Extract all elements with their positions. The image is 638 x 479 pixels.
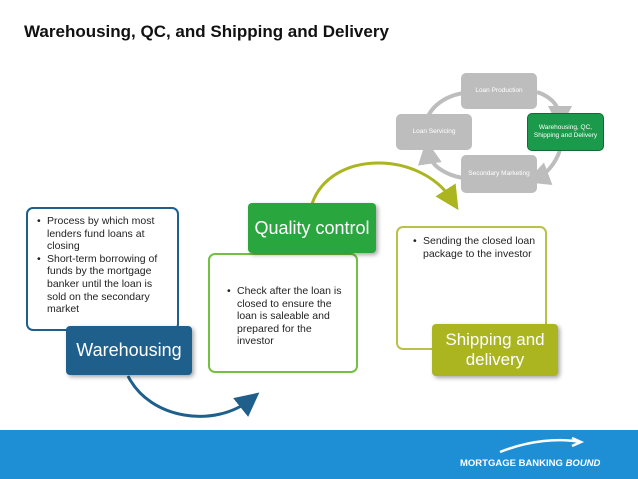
warehousing-bullets: Process by which most lenders fund loans… [36, 215, 171, 316]
brand-text-part2: BOUND [565, 458, 601, 469]
arrow-warehousing-to-qc [126, 375, 260, 418]
qc-bullets: Check after the loan is closed to ensure… [226, 285, 350, 348]
qc-label-text: Quality control [254, 218, 370, 238]
shipping-bullets: Sending the closed loan package to the i… [412, 235, 539, 260]
cycle-node-loan-servicing: Loan Servicing [396, 114, 472, 150]
warehousing-description-box: Process by which most lenders fund loans… [26, 207, 179, 331]
qc-bullet-1: Check after the loan is closed to ensure… [227, 285, 350, 348]
brand-text-part1: MORTGAGE BANKING [460, 458, 563, 469]
warehousing-label-text: Warehousing [76, 340, 182, 360]
warehousing-label: Warehousing [66, 326, 192, 375]
cycle-node-loan-production: Loan Production [461, 73, 537, 109]
warehousing-bullet-2: Short-term borrowing of funds by the mor… [37, 253, 171, 316]
shipping-label-text: Shipping and delivery [445, 330, 545, 369]
slide-title: Warehousing, QC, and Shipping and Delive… [24, 22, 389, 41]
shipping-label: Shipping and delivery [432, 324, 558, 376]
qc-description-box: Check after the loan is closed to ensure… [208, 253, 358, 373]
brand-logo-text: MORTGAGE BANKING BOUND [460, 458, 600, 469]
shipping-bullet-1: Sending the closed loan package to the i… [413, 235, 539, 260]
arrow-qc-to-shipping [310, 161, 459, 211]
warehousing-bullet-1: Process by which most lenders fund loans… [37, 215, 171, 253]
qc-label: Quality control [248, 203, 376, 253]
cycle-node-secondary-marketing: Secondary Marketing [461, 155, 537, 193]
footer-bar [0, 430, 638, 479]
cycle-node-warehousing-qc: Warehousing, QC, Shipping and Delivery [527, 113, 604, 151]
